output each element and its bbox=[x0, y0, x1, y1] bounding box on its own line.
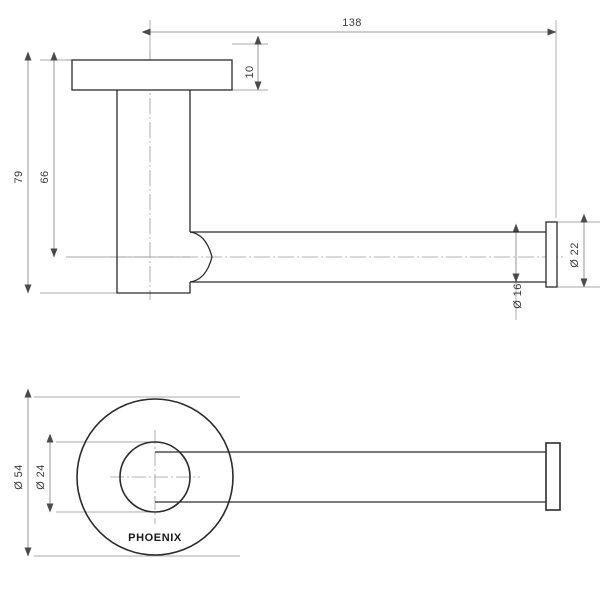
dim-label-plate-thickness: 10 bbox=[244, 65, 256, 78]
plan-view-dimension-lines bbox=[24, 388, 54, 557]
plan-view-extension-lines bbox=[34, 396, 240, 557]
dim-label-overall-length: 138 bbox=[342, 17, 362, 29]
dim-label-plate-to-centre: 66 bbox=[39, 170, 51, 183]
wall-plate-outline bbox=[71, 59, 233, 91]
plan-view: PHOENIX Ø 54 Ø 24 bbox=[13, 388, 561, 557]
post-circle bbox=[119, 441, 191, 513]
dim-label-overall-height: 79 bbox=[13, 170, 25, 183]
dim-label-post-diameter: Ø 24 bbox=[35, 464, 47, 489]
brand-label-phoenix: PHOENIX bbox=[128, 532, 182, 544]
base-plate-circle bbox=[76, 398, 234, 556]
end-flange-outline bbox=[545, 221, 558, 288]
plan-end-flange-outline bbox=[545, 442, 561, 511]
dim-label-base-plate-diameter: Ø 54 bbox=[13, 464, 25, 489]
plan-view-centrelines bbox=[110, 430, 200, 524]
vertical-post-outline bbox=[116, 90, 191, 294]
dim-label-flange-diameter: Ø 22 bbox=[569, 242, 581, 267]
tube-fillet-curve bbox=[189, 231, 213, 283]
side-view-centrelines bbox=[110, 50, 566, 300]
dim-label-tube-diameter: Ø 16 bbox=[512, 283, 524, 308]
side-elevation-view: 138 10 79 66 Ø 22 Ø 16 bbox=[13, 17, 600, 320]
side-view-dimension-lines bbox=[24, 28, 588, 294]
